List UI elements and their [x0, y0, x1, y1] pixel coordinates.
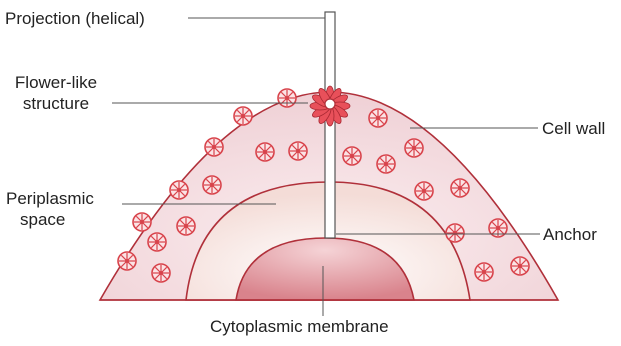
label-periplasmic-space: Periplasmic space	[6, 188, 94, 230]
wall-particle	[405, 139, 423, 157]
wall-particle	[377, 155, 395, 173]
wall-particle	[475, 263, 493, 281]
wall-particle	[148, 233, 166, 251]
wall-particle	[446, 224, 464, 242]
label-flower-line1: Flower-like	[4, 72, 108, 93]
wall-particle	[203, 176, 221, 194]
wall-particle	[415, 182, 433, 200]
label-anchor: Anchor	[543, 224, 597, 245]
label-periplasmic-line1: Periplasmic	[6, 188, 94, 209]
wall-particle	[343, 147, 361, 165]
wall-particle	[369, 109, 387, 127]
flower-center-ring	[325, 99, 335, 109]
wall-particle	[256, 143, 274, 161]
wall-particle	[289, 142, 307, 160]
wall-particle	[451, 179, 469, 197]
wall-particle	[205, 138, 223, 156]
wall-particle	[278, 89, 296, 107]
wall-particle	[177, 217, 195, 235]
wall-particle	[234, 107, 252, 125]
wall-particle	[170, 181, 188, 199]
label-cytoplasmic-membrane: Cytoplasmic membrane	[210, 316, 389, 337]
wall-particle	[511, 257, 529, 275]
wall-particle	[133, 213, 151, 231]
label-flower-line2: structure	[4, 93, 108, 114]
label-flower-like-structure: Flower-like structure	[4, 72, 108, 114]
label-periplasmic-line2: space	[6, 209, 94, 230]
label-projection: Projection (helical)	[5, 8, 145, 29]
label-cell-wall: Cell wall	[542, 118, 605, 139]
wall-particle	[118, 252, 136, 270]
wall-particle	[152, 264, 170, 282]
